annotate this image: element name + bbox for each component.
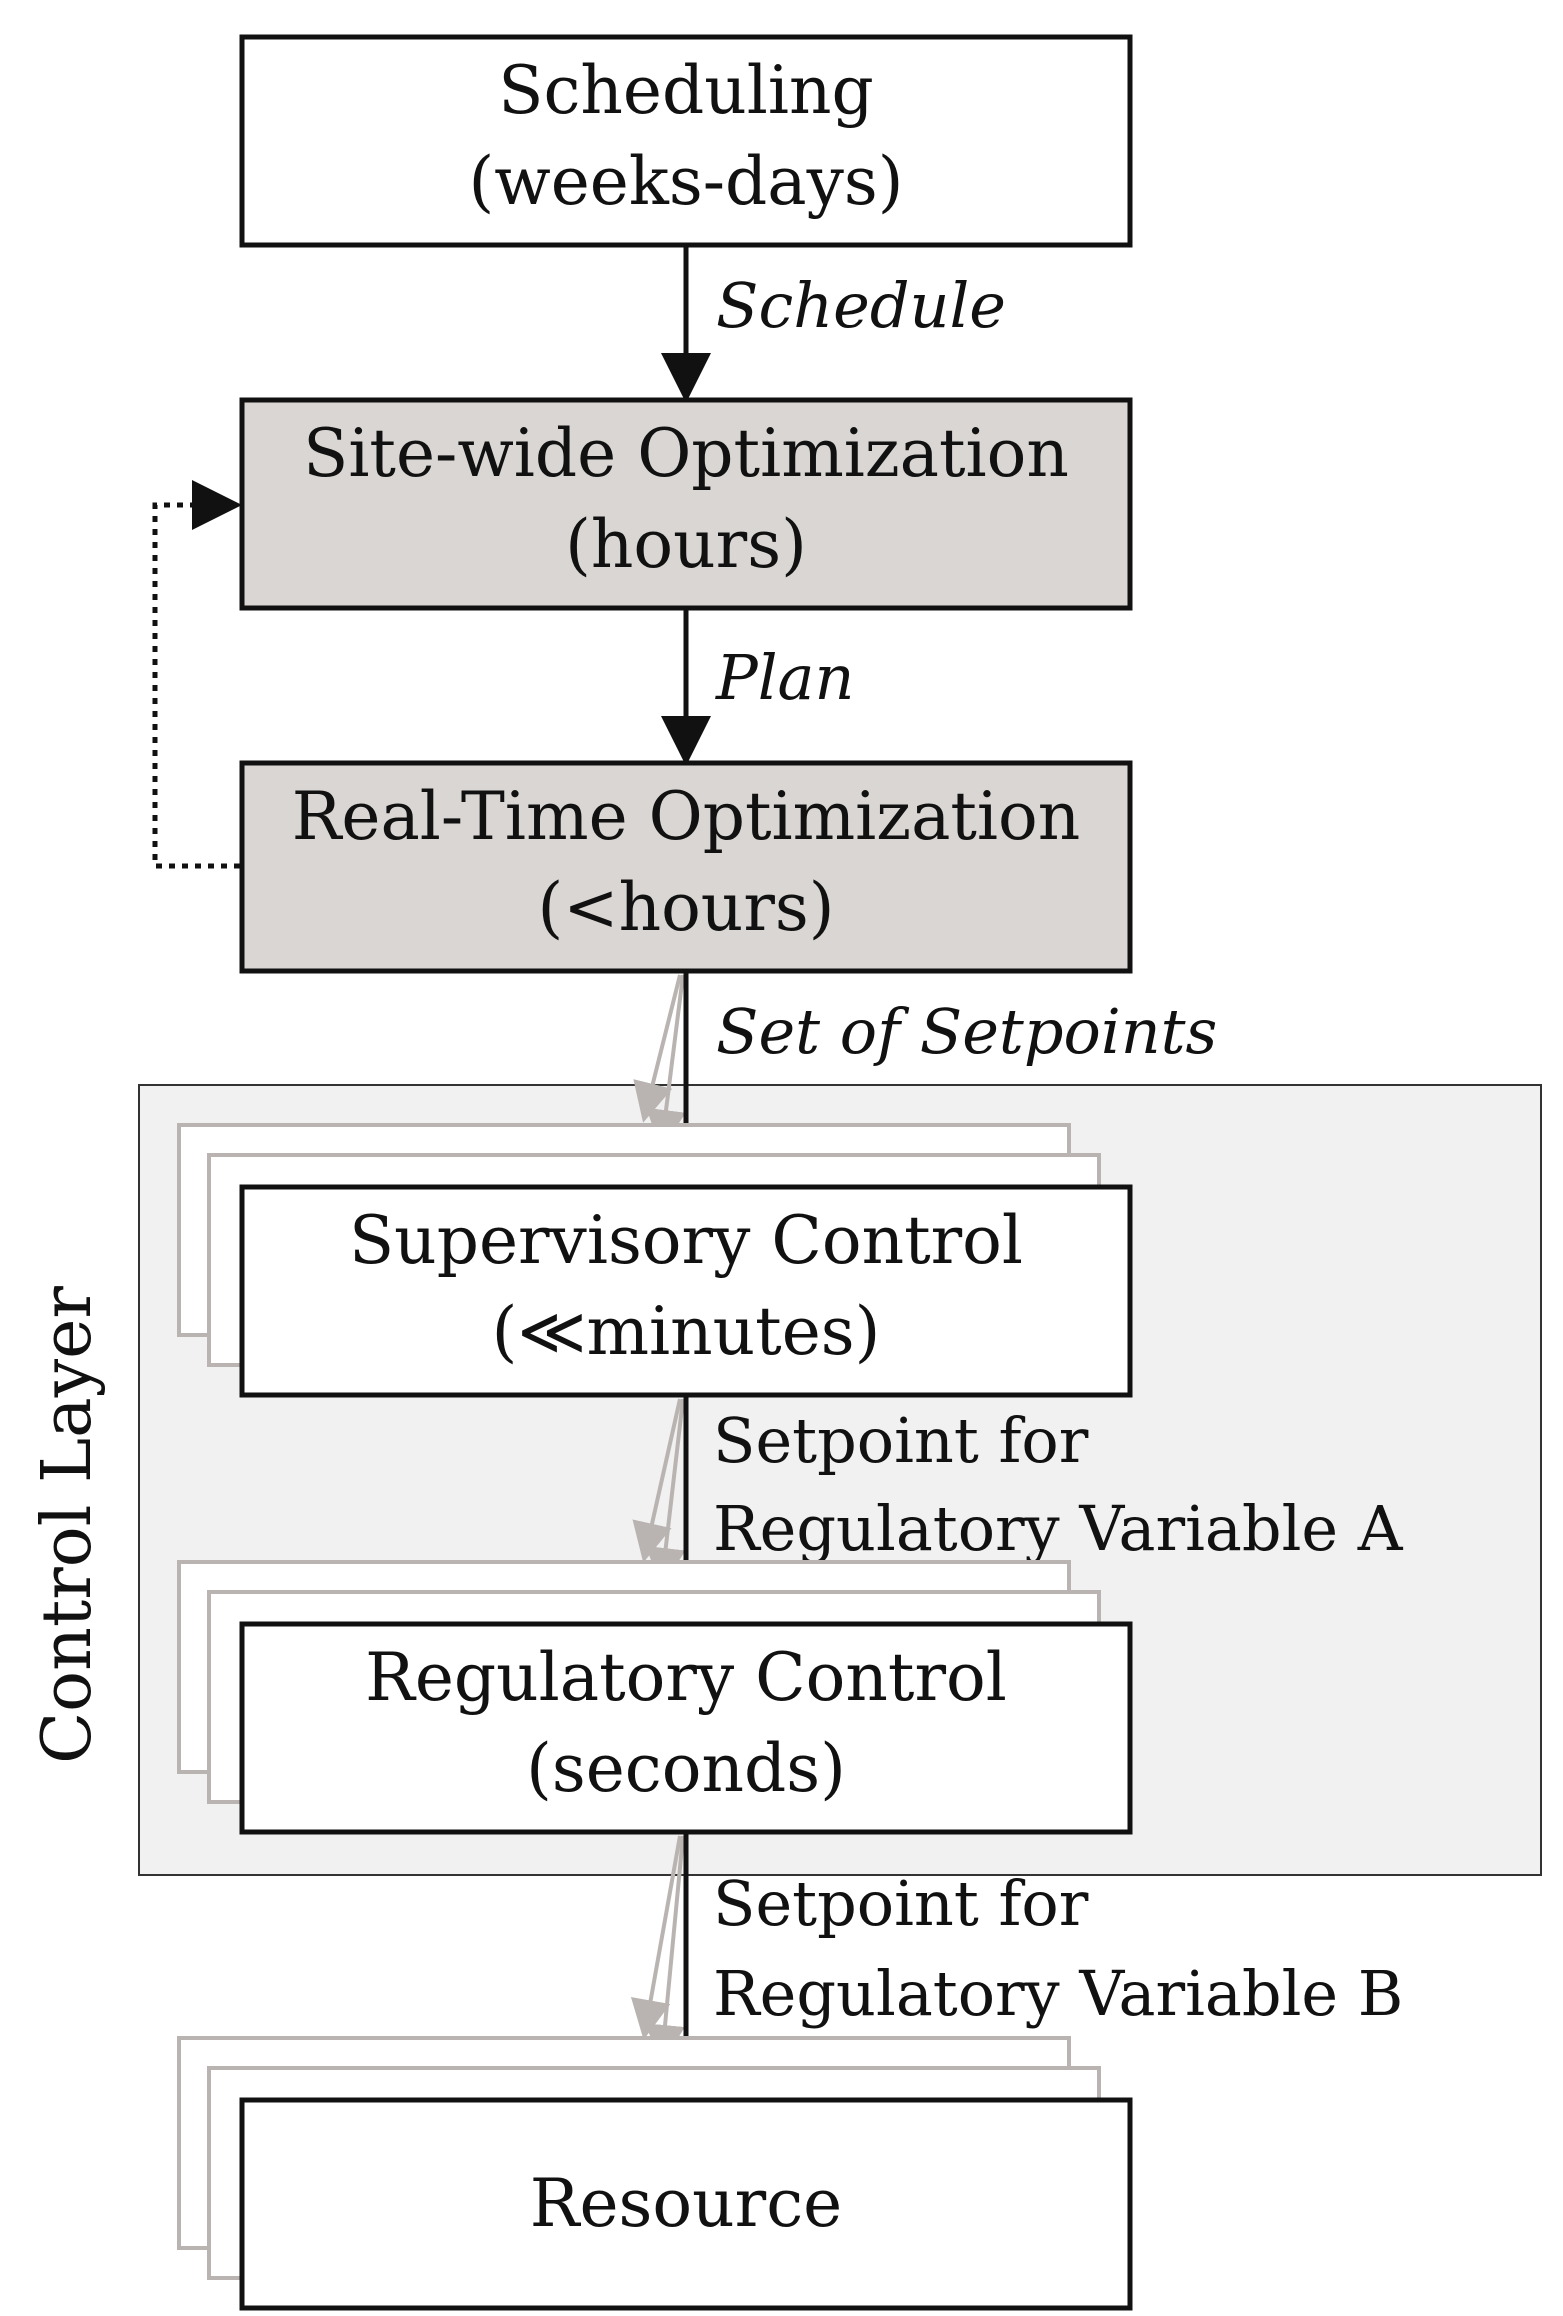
supervisory-timescale: (≪minutes) xyxy=(492,1293,881,1370)
setpoint-ghost-arrow xyxy=(646,974,686,1150)
real-time-optimization-box: Real-Time Optimization (<hours) xyxy=(239,760,1133,974)
site-wide-optimization-box: Site-wide Optimization (hours) xyxy=(239,397,1133,611)
setpoint-a-ghost-arrow xyxy=(645,1398,686,1588)
plan-label: Plan xyxy=(715,641,854,714)
rto-timescale: (<hours) xyxy=(538,869,835,946)
setpoint-a-ghost-arrow xyxy=(632,1398,682,1563)
resource-box: Resource xyxy=(239,2097,1133,2311)
resource-title: Resource xyxy=(530,2165,842,2242)
supervisory-title: Supervisory Control xyxy=(349,1202,1023,1279)
schedule-label: Schedule xyxy=(716,269,1006,342)
rto-title: Real-Time Optimization xyxy=(292,778,1081,855)
setpoint-a-label-line1: Setpoint for xyxy=(713,1404,1089,1477)
supervisory-control-box: Supervisory Control (≪minutes) xyxy=(239,1184,1133,1398)
setpoint-b-label-line1: Setpoint for xyxy=(713,1867,1089,1940)
regulatory-title: Regulatory Control xyxy=(365,1639,1007,1716)
setpoint-b-ghost-arrow xyxy=(630,1835,682,2040)
feedback-arrow xyxy=(152,480,242,869)
setpoint-ghost-arrow xyxy=(633,974,682,1123)
setpoints-label: Set of Setpoints xyxy=(716,995,1217,1068)
setpoint-b-ghost-arrow xyxy=(645,1835,685,2065)
site-wide-timescale: (hours) xyxy=(565,506,807,583)
regulatory-control-box: Regulatory Control (seconds) xyxy=(239,1621,1133,1835)
site-wide-title: Site-wide Optimization xyxy=(303,415,1069,492)
scheduling-timescale: (weeks-days) xyxy=(468,143,903,220)
setpoint-b-label-line2: Regulatory Variable B xyxy=(713,1957,1403,2030)
regulatory-timescale: (seconds) xyxy=(526,1730,846,1807)
setpoint-a-label-line2: Regulatory Variable A xyxy=(713,1492,1404,1565)
scheduling-box: Scheduling (weeks-days) xyxy=(239,34,1133,248)
control-layer-label: Control Layer xyxy=(28,1286,107,1764)
scheduling-title: Scheduling xyxy=(498,52,873,129)
